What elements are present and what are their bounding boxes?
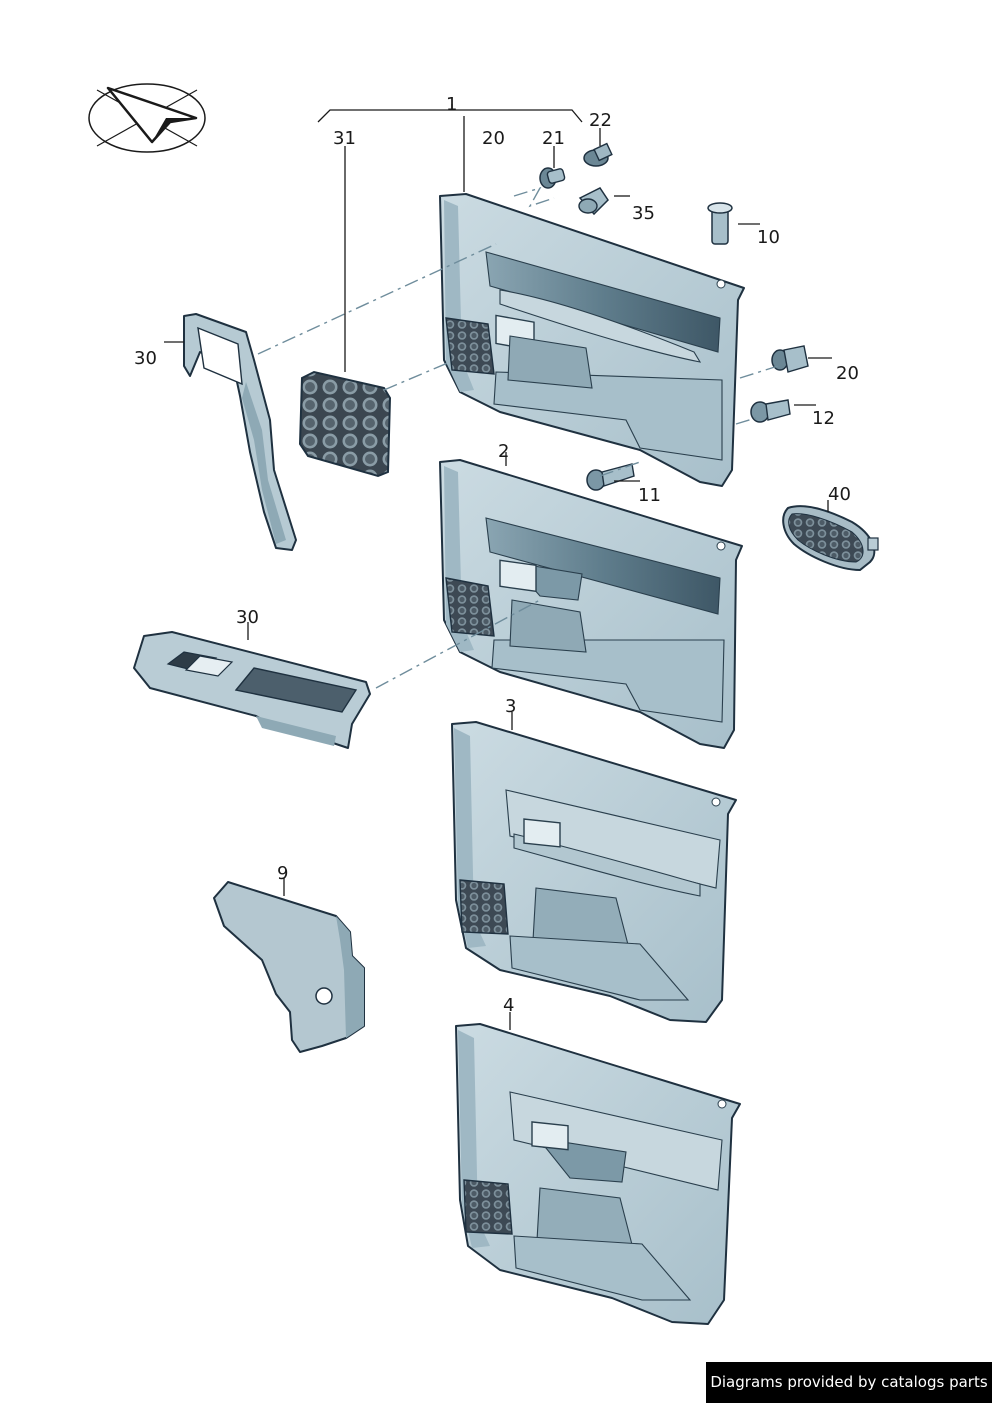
- callout-3: 3: [505, 696, 516, 717]
- armrest-trim-30-upper: [183, 313, 297, 551]
- door-panel-1: [439, 193, 745, 487]
- callout-22: 22: [589, 110, 612, 131]
- compass-arrow-icon: [88, 83, 206, 153]
- door-panel-3: [451, 721, 737, 1023]
- plug-35: [578, 187, 609, 216]
- door-panel-2: [439, 459, 743, 749]
- speaker-grille: [463, 1179, 513, 1235]
- footer-credit: Diagrams provided by catalogs parts: [706, 1362, 992, 1403]
- assembly-lines: [257, 186, 779, 689]
- clip-12: [750, 399, 791, 423]
- callout-20-top: 20: [482, 128, 505, 149]
- callout-1-bracket: [317, 104, 583, 192]
- callout-35: 35: [632, 203, 655, 224]
- callout-11: 11: [638, 485, 661, 506]
- leader-lines: [164, 128, 832, 1030]
- speaker-grille: [459, 879, 509, 935]
- speaker-grille: [445, 317, 495, 375]
- callout-40: 40: [828, 484, 851, 505]
- door-handle-recess: [523, 818, 561, 848]
- oval-grille-40: [782, 505, 879, 572]
- callout-1: 1: [446, 94, 457, 115]
- clip-20: [771, 345, 809, 373]
- speaker-grille-31: [298, 370, 392, 478]
- screw-11: [586, 463, 635, 491]
- door-handle-recess: [499, 559, 537, 593]
- callout-21: 21: [542, 128, 565, 149]
- callout-30-upper: 30: [134, 348, 157, 369]
- callout-9: 9: [277, 863, 288, 884]
- bracket-9: [213, 881, 365, 1053]
- callout-4: 4: [503, 995, 514, 1016]
- callout-31: 31: [333, 128, 356, 149]
- clip-22: [583, 142, 613, 167]
- clip-10: [707, 202, 733, 245]
- callout-12: 12: [812, 408, 835, 429]
- callout-20-right: 20: [836, 363, 859, 384]
- speaker-grille: [445, 577, 495, 637]
- callout-30-lower: 30: [236, 607, 259, 628]
- callout-10: 10: [757, 227, 780, 248]
- door-panel-4: [455, 1023, 741, 1325]
- callout-2: 2: [498, 441, 509, 462]
- switch-bezel-30-lower: [133, 631, 371, 749]
- clip-21: [539, 167, 566, 189]
- door-handle-recess: [531, 1121, 569, 1151]
